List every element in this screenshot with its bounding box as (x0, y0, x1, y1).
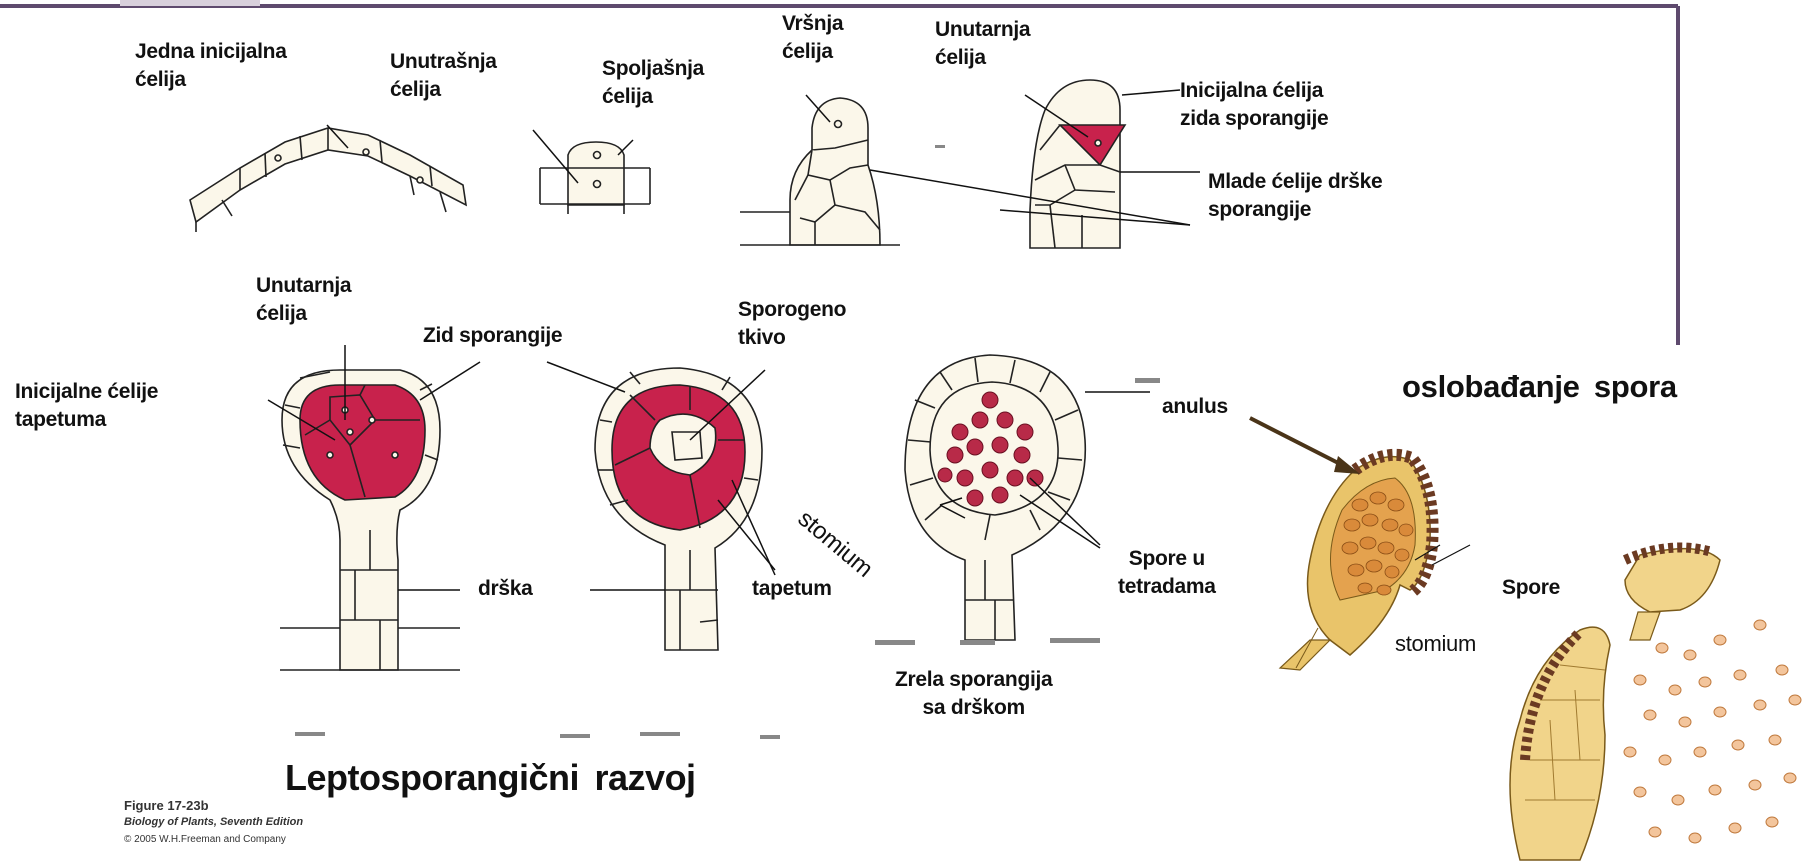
diagram-title: Leptosporangični razvoj (285, 758, 696, 798)
label-zrela-sporangija: Zrela sporangijasa drškom (895, 666, 1052, 722)
label-stomium-right: stomium (1395, 630, 1476, 658)
stage7-mature-sporangium (905, 355, 1085, 640)
label-unutrasnja-top: Unutrašnjaćelija (390, 48, 497, 104)
label-anulus: anulus (1162, 393, 1228, 421)
pointer-line (547, 362, 625, 392)
label-tapetum: tapetum (752, 575, 832, 603)
label-vrsnja: Vršnjaćelija (782, 10, 843, 66)
released-spores (1624, 620, 1801, 843)
figure-number: Figure 17-23b (124, 798, 209, 813)
pointer-line (618, 140, 633, 155)
label-jedna-inicijalna: Jedna inicijalnaćelija (135, 38, 287, 94)
stage5-young-sporangium (280, 370, 460, 670)
pointer-line (1432, 545, 1470, 565)
stage4-wall-initial (1030, 80, 1125, 248)
pointer-line (420, 362, 480, 400)
label-spore: Spore (1502, 574, 1560, 602)
label-mlade-celije: Mlade ćelije drškesporangije (1208, 168, 1382, 224)
label-inicijalna-zida: Inicijalna ćelijazida sporangije (1180, 77, 1328, 133)
stage2-division (540, 142, 650, 214)
top-scrap-text (120, 0, 260, 6)
label-sporogeno-tkivo: Sporogenotkivo (738, 296, 846, 352)
figure-copyright: © 2005 W.H.Freeman and Company (124, 834, 286, 845)
label-spoljasnja: Spoljašnjaćelija (602, 55, 704, 111)
label-inicijalne-tapetuma: Inicijalne ćelijetapetuma (15, 378, 158, 434)
label-oslobadjanje-spora: oslobađanje spora (1402, 370, 1677, 404)
stage6-sporogenous (595, 368, 762, 650)
stage1-surface-layer (190, 128, 466, 232)
label-unutarnja-top: Unutarnjaćelija (935, 16, 1030, 72)
label-unutarnja-mid: Unutarnjaćelija (256, 272, 351, 328)
pointer-line (1122, 90, 1180, 95)
figure-source-book: Biology of Plants, Seventh Edition (124, 816, 303, 828)
label-drska: drška (478, 575, 533, 603)
label-spore-tetradama: Spore utetradama (1118, 545, 1216, 601)
label-zid-sporangije: Zid sporangije (423, 322, 562, 350)
